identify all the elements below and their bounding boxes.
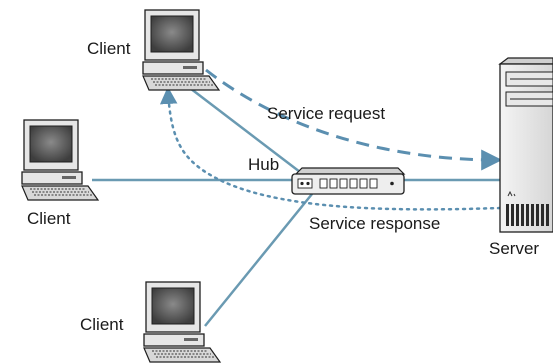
service-request-label: Service request	[267, 104, 385, 123]
service-response-label: Service response	[309, 214, 440, 233]
client-left-label: Client	[27, 209, 71, 228]
service-response-arrow	[159, 86, 502, 211]
hub-device	[291, 167, 406, 195]
network-links	[92, 81, 500, 327]
server-tower	[498, 57, 553, 233]
hub-label: Hub	[248, 155, 279, 174]
client-top-label: Client	[87, 39, 131, 58]
service-request-arrow	[205, 68, 503, 171]
client-left-computer	[21, 119, 100, 201]
server-label: Server	[489, 239, 539, 258]
client-bottom-computer	[143, 281, 222, 363]
client-bottom-label: Client	[80, 315, 124, 334]
link-client-bottom-hub	[204, 193, 313, 327]
client-top-computer	[142, 9, 221, 91]
link-client-top-hub	[181, 81, 301, 173]
